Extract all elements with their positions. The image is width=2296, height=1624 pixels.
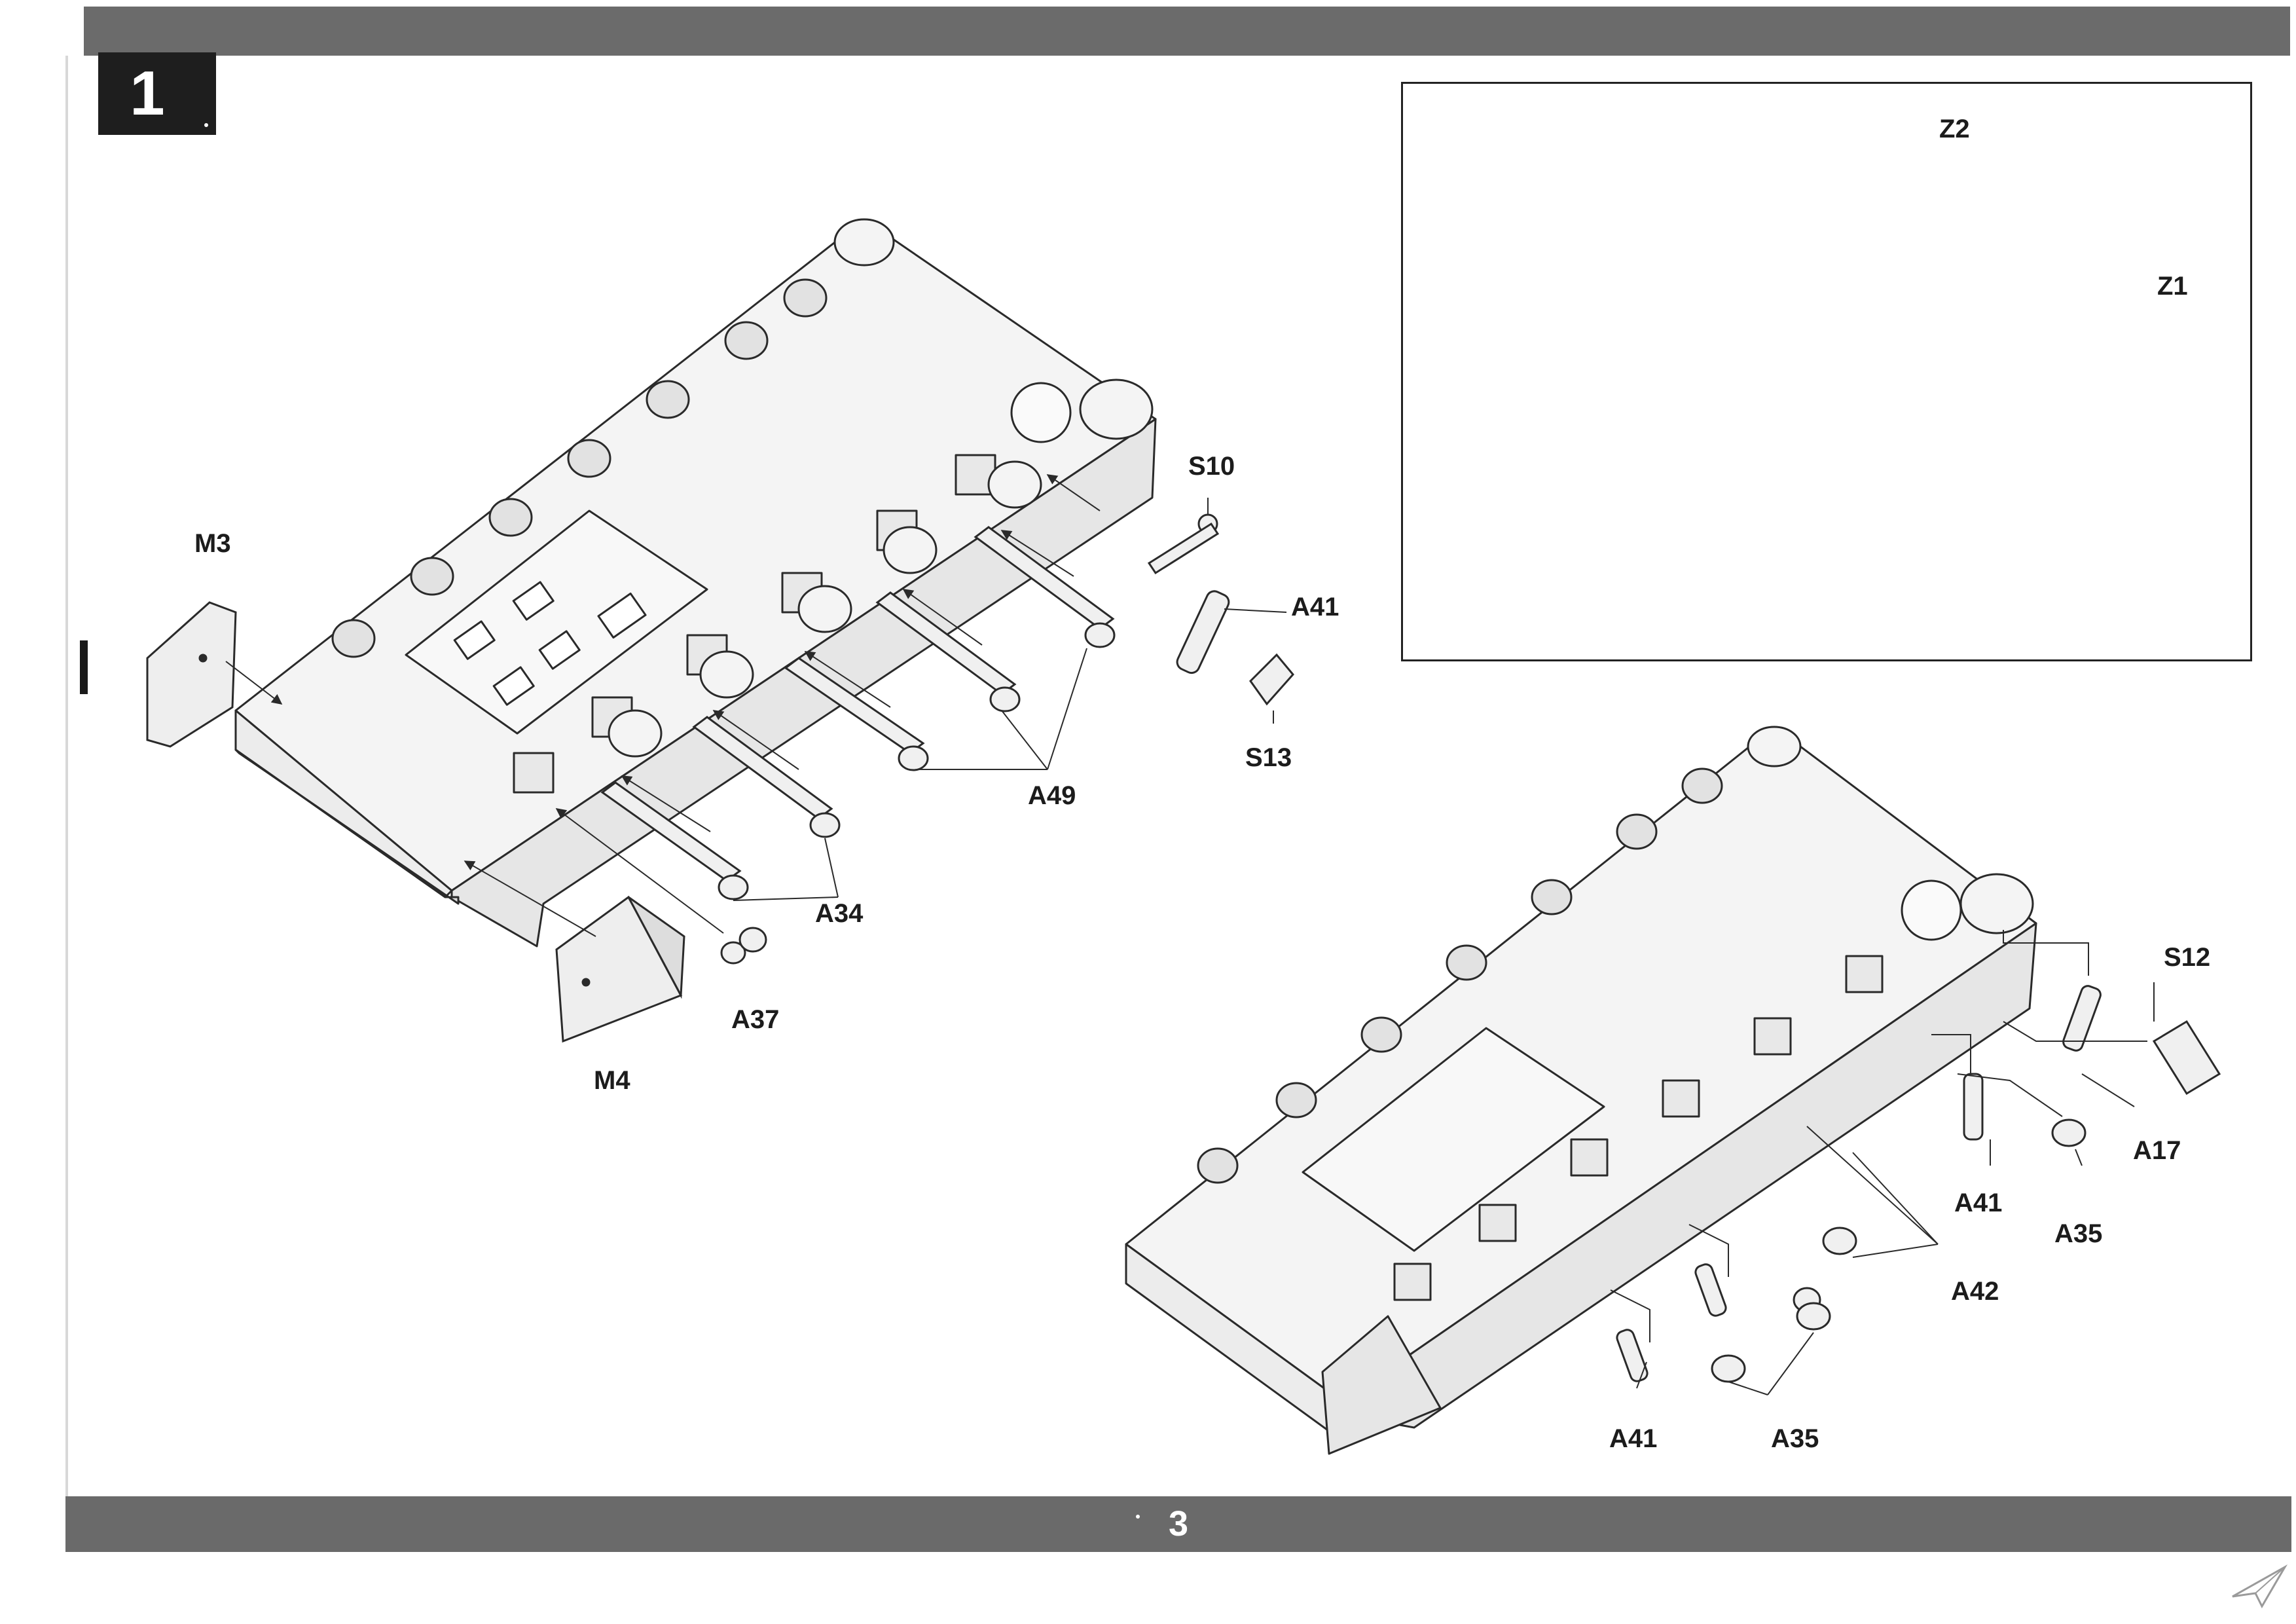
step-number: 1 — [130, 58, 165, 128]
callout-m4: M4 — [594, 1066, 630, 1095]
binding-mark — [80, 640, 88, 694]
part-a34-drawing — [600, 716, 841, 900]
part-shock-drawing — [1147, 513, 1294, 706]
page-left-edge — [65, 56, 68, 1496]
footer-bar: 3 — [65, 1496, 2291, 1552]
callout-a41: A41 — [1291, 593, 1339, 621]
callout-a41-right: A41 — [1954, 1189, 2003, 1217]
footer-dot — [1136, 1515, 1140, 1519]
paper-plane-logo-icon — [2232, 1564, 2288, 1609]
part-a37-drawing — [720, 927, 767, 965]
callout-z1: Z1 — [2157, 272, 2188, 301]
callout-z2: Z2 — [1939, 115, 1970, 143]
step-badge: 1 — [98, 52, 216, 135]
callout-a42: A42 — [1951, 1277, 1999, 1306]
callout-a17: A17 — [2133, 1136, 2181, 1165]
header-bar — [84, 7, 2290, 56]
callout-s10: S10 — [1188, 452, 1235, 481]
callout-a35-bottom: A35 — [1771, 1424, 1819, 1453]
callout-s12: S12 — [2164, 943, 2211, 972]
part-m4-drawing — [555, 895, 685, 1043]
inset-frame — [1401, 82, 2252, 661]
step-badge-dot — [204, 123, 208, 127]
callout-a37: A37 — [731, 1005, 780, 1034]
part-m3-drawing — [146, 601, 237, 748]
result-parts-drawing — [1616, 985, 2221, 1383]
callout-a41-bottom: A41 — [1609, 1424, 1658, 1453]
callout-m3: M3 — [194, 529, 231, 558]
page-number: 3 — [1168, 1504, 1189, 1543]
callout-a35-right: A35 — [2054, 1219, 2103, 1248]
callout-a49: A49 — [1028, 781, 1076, 810]
main-hull-drawing — [234, 218, 1157, 948]
callout-a34: A34 — [815, 899, 864, 928]
result-hull-drawing — [1125, 726, 2037, 1455]
callout-s13: S13 — [1245, 743, 1292, 772]
part-a49-drawing — [784, 526, 1116, 771]
